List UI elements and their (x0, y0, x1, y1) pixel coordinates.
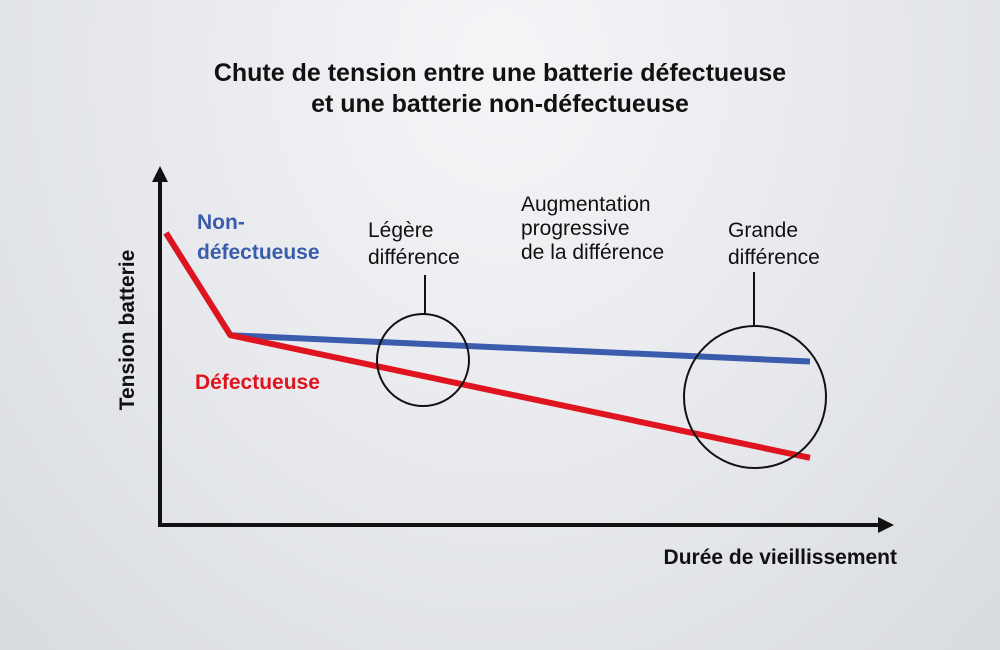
annotation-legere-circle (376, 313, 470, 407)
y-axis-label: Tension batterie (116, 250, 139, 411)
annotation-augmentation-line-1: Augmentation (521, 193, 651, 216)
annotation-legere-line-1: Légère (368, 219, 433, 242)
annotation-augmentation-progressive: Augmentation progressive de la différenc… (521, 193, 664, 264)
series-label-non-defectueuse-line-1: Non- (197, 211, 245, 234)
chart-title-line-1: Chute de tension entre une batterie défe… (213, 59, 787, 87)
x-axis-arrow (878, 517, 894, 533)
series-label-non-defectueuse-line-2: défectueuse (197, 241, 320, 264)
chart-title: Chute de tension entre une batterie défe… (0, 58, 1000, 120)
annotation-legere-difference: Légère différence (368, 219, 460, 269)
series-label-non-defectueuse: Non- défectueuse (197, 211, 320, 264)
y-axis-arrow (152, 166, 168, 182)
annotation-grande-line-1: Grande (728, 219, 798, 242)
x-axis-label: Durée de vieillissement (664, 546, 897, 569)
annotation-legere-line-2: différence (368, 246, 460, 269)
chart-title-line-2: et une batterie non-défectueuse (311, 90, 689, 118)
annotation-grande-circle (683, 325, 827, 469)
annotation-augmentation-line-2: progressive (521, 217, 630, 240)
annotation-grande-difference: Grande différence (728, 219, 820, 269)
series-line-defectueuse (163, 231, 811, 461)
annotation-grande-line-2: différence (728, 246, 820, 269)
annotation-augmentation-line-3: de la différence (521, 241, 664, 264)
series-label-defectueuse-line-1: Défectueuse (195, 371, 320, 394)
series-label-defectueuse: Défectueuse (195, 371, 320, 394)
